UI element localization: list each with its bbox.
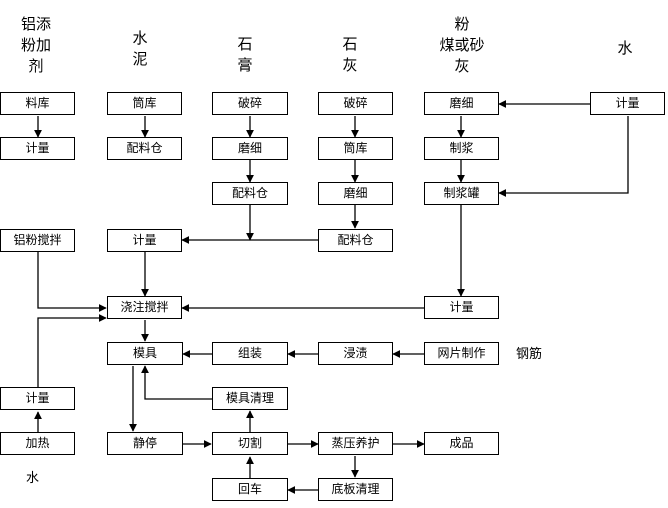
label-water-bottom: 水	[26, 471, 40, 486]
header-fly-ash-or-sand: 粉 煤或砂 灰	[439, 15, 485, 75]
arrow-water-meter-to-pour	[37, 314, 107, 387]
node-slurry-tank: 制浆罐	[424, 182, 499, 205]
node-slurry-make: 制浆	[424, 137, 499, 160]
node-silo-lime: 筒库	[318, 137, 393, 160]
node-grind-ash: 磨细	[424, 92, 499, 115]
header-gypsum: 石 膏	[237, 35, 253, 74]
node-grind-gypsum: 磨细	[212, 137, 288, 160]
node-batching-gypsum: 配料仓	[212, 182, 288, 205]
node-silo-cement: 筒库	[107, 92, 182, 115]
node-meter-water: 计量	[590, 92, 665, 115]
node-heating: 加热	[0, 432, 75, 455]
node-mold: 模具	[107, 342, 183, 365]
header-cement: 水 泥	[132, 29, 148, 68]
node-return-car: 回车	[212, 478, 288, 501]
node-al-mixing: 铝粉搅拌	[0, 229, 75, 252]
node-dipping: 浸渍	[318, 342, 393, 365]
node-cutting: 切割	[212, 432, 288, 455]
header-aluminum-additive: 铝添 粉加 剂	[20, 15, 51, 75]
header-lime: 石 灰	[342, 35, 358, 74]
arrow-al-mixing-to-pour	[37, 252, 107, 312]
node-assembly: 组装	[212, 342, 288, 365]
node-plate-clean: 底板清理	[318, 478, 393, 501]
node-meter-slurry: 计量	[424, 296, 499, 319]
node-autoclave: 蒸压养护	[318, 432, 393, 455]
node-product: 成品	[424, 432, 499, 455]
arrow-water-to-tank	[498, 116, 629, 197]
arrow-mold-clean-to-mold	[141, 365, 212, 400]
node-grind-lime: 磨细	[318, 182, 393, 205]
node-static-rest: 静停	[107, 432, 183, 455]
node-mesh-making: 网片制作	[424, 342, 499, 365]
node-meter-heat: 计量	[0, 387, 75, 410]
label-steel: 钢筋	[516, 347, 543, 362]
node-crush-lime: 破碎	[318, 92, 393, 115]
node-pour-mixing: 浇注搅拌	[107, 296, 182, 319]
header-water: 水	[617, 39, 633, 57]
node-meter-additive: 计量	[0, 137, 75, 160]
node-crush-gypsum: 破碎	[212, 92, 288, 115]
node-batching-cement: 配料仓	[107, 137, 182, 160]
node-storage: 料库	[0, 92, 75, 115]
node-batching-lime: 配料仓	[318, 229, 393, 252]
node-mold-clean: 模具清理	[212, 387, 288, 410]
node-meter-main: 计量	[107, 229, 182, 252]
